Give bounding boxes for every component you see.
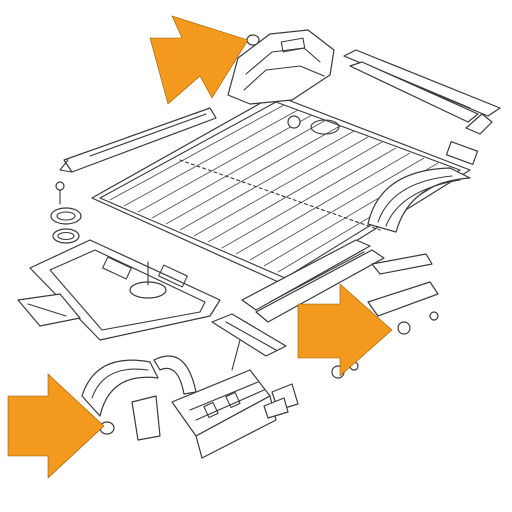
front-wheelhouse-arch-left [81,359,159,435]
rear-cross-member [211,281,439,379]
side-rail-right [343,49,501,165]
callout-arrows [7,15,393,479]
main-floor-panel [91,94,471,286]
small-bracket [231,339,299,419]
cross-member-center [241,239,433,323]
side-sill-strip-left [59,107,217,173]
arrow-top [149,15,249,105]
front-floor-pan [17,239,221,341]
arrow-right [297,283,393,377]
seat-base-crossmember [171,369,277,459]
arrow-bottom-left [7,373,105,479]
inner-arch-bracket [131,355,197,441]
grommets [50,181,82,244]
wheelhouse-panel-top [227,29,335,105]
rear-wheelhouse-arch-right [367,167,471,233]
